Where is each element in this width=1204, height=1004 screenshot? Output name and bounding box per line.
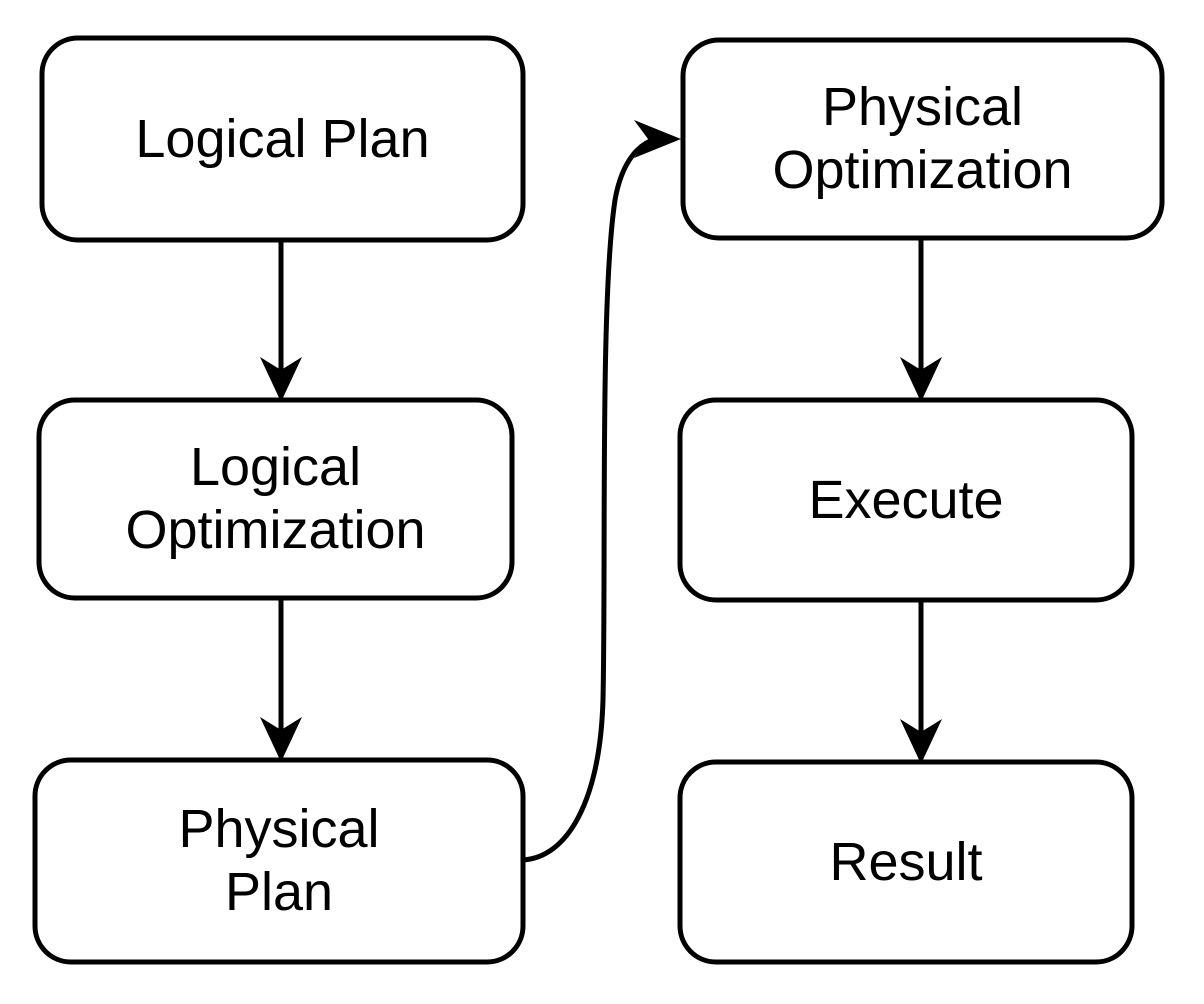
node-box-physical-plan[interactable] bbox=[32, 757, 526, 965]
node-box-physical-optimization[interactable] bbox=[680, 37, 1165, 241]
edge-logical-optimization-to-physical-plan bbox=[260, 598, 302, 762]
edge-logical-plan-to-logical-optimization bbox=[260, 240, 302, 402]
edge-physical-plan-to-physical-optimization bbox=[521, 120, 681, 863]
edge-physical-optimization-to-execute bbox=[900, 238, 942, 402]
edge-execute-to-result bbox=[900, 600, 942, 764]
node-box-result[interactable] bbox=[677, 759, 1135, 965]
node-box-execute[interactable] bbox=[677, 397, 1135, 603]
node-box-logical-optimization[interactable] bbox=[36, 397, 515, 601]
node-box-logical-plan[interactable] bbox=[39, 35, 526, 243]
